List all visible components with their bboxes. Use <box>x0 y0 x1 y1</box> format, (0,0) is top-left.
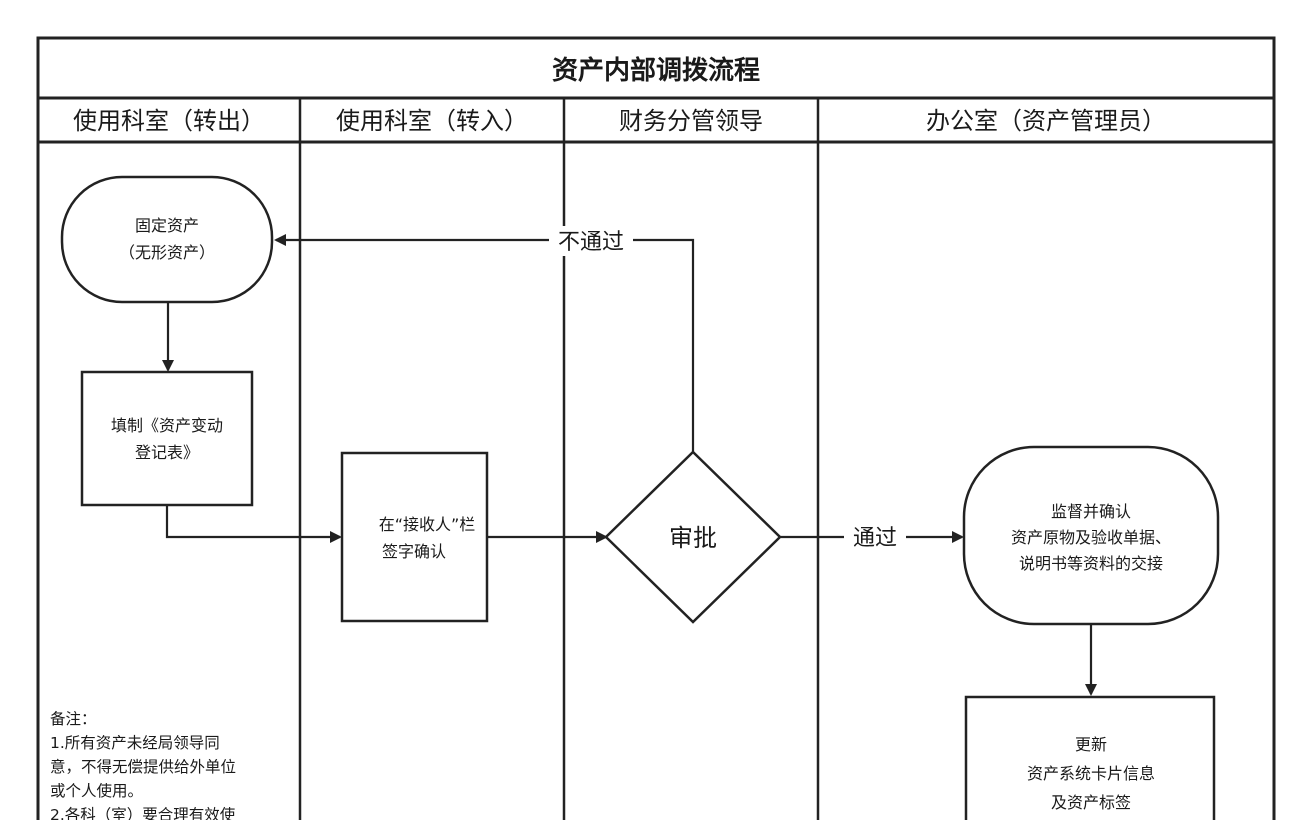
node-approve-decision <box>604 450 782 624</box>
node-fill-form-line2: 登记表》 <box>135 443 199 462</box>
node-update <box>964 695 1216 820</box>
diagram-title: 资产内部调拨流程 <box>552 56 760 86</box>
node-update-line2: 资产系统卡片信息 <box>1027 764 1155 783</box>
edge-fill-form-to-sign <box>165 505 342 543</box>
note-line-5: 2.各科（室）要合理有效使 <box>50 806 236 820</box>
node-fixed-asset <box>60 175 274 304</box>
edge-approve-reject-loop <box>274 234 695 452</box>
node-fill-form-line1: 填制《资产变动 <box>111 416 223 435</box>
note-line-2: 1.所有资产未经局领导同 <box>50 734 220 752</box>
edge-label-reject: 不通过 <box>558 230 624 255</box>
node-sign-confirm <box>340 451 489 623</box>
node-supervise-line1: 监督并确认 <box>1051 502 1131 521</box>
node-approve-label: 审批 <box>669 524 717 552</box>
node-fixed-asset-line1: 固定资产 <box>135 216 199 235</box>
note-line-4: 或个人使用。 <box>50 782 143 800</box>
node-sign-confirm-line2: 签字确认 <box>382 542 446 561</box>
node-fixed-asset-line2: （无形资产） <box>119 243 215 262</box>
lane-header-transfer-in: 使用科室（转入） <box>336 107 528 135</box>
outer-frame <box>36 36 1276 820</box>
lane-header-finance-leader: 财务分管领导 <box>619 107 763 135</box>
note-line-3: 意，不得无偿提供给外单位 <box>50 757 236 776</box>
lane-header-office-asset-admin: 办公室（资产管理员） <box>926 107 1166 135</box>
node-sign-confirm-line1: 在“接收人”栏 <box>379 515 476 534</box>
node-update-line1: 更新 <box>1075 735 1107 754</box>
node-update-line3: 及资产标签 <box>1051 793 1131 812</box>
node-supervise <box>962 445 1220 626</box>
note-line-1: 备注： <box>50 710 97 728</box>
node-supervise-line3: 说明书等资料的交接 <box>1019 554 1163 573</box>
node-fill-form <box>80 370 254 507</box>
edge-label-pass: 通过 <box>853 526 897 551</box>
node-supervise-line2: 资产原物及验收单据、 <box>1011 528 1171 547</box>
lane-header-transfer-out: 使用科室（转出） <box>73 107 265 135</box>
